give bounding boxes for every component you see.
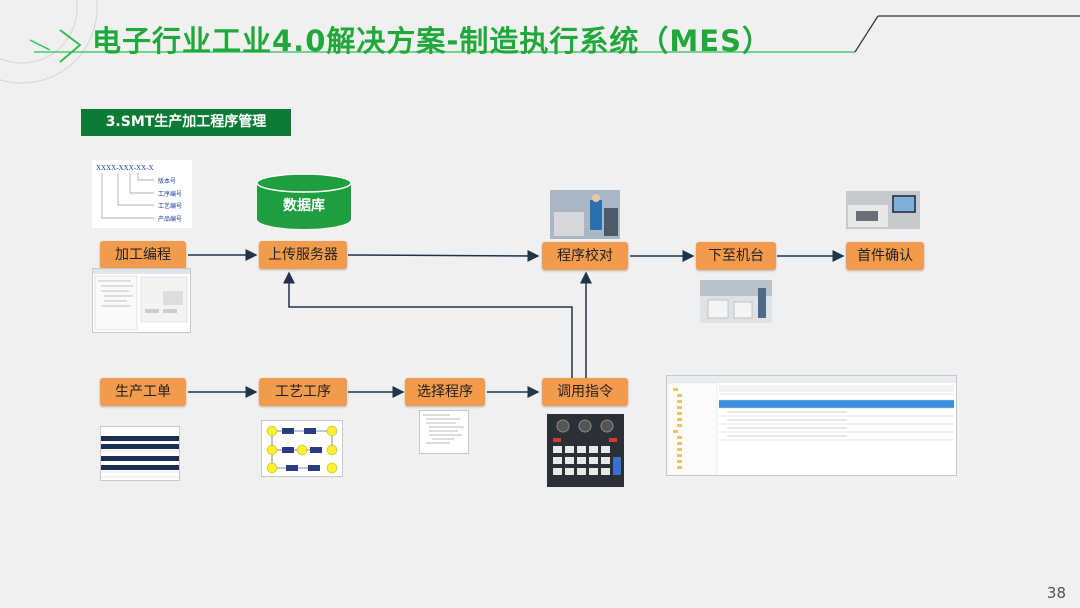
page-title: 电子行业工业4.0解决方案-制造执行系统（MES） [92, 24, 772, 58]
node-work-order: 生产工单 [100, 378, 186, 406]
code-format-diagram: XXXX-XXX-XX-X 版本号 工序编号 工艺编号 产品编号 [96, 164, 182, 223]
node-call-command: 调用指令 [542, 378, 628, 406]
database-cylinder: 数据库 [256, 173, 352, 231]
work-order-table [100, 426, 180, 481]
node-programming: 加工编程 [100, 241, 186, 269]
node-first-confirm: 首件确认 [846, 242, 924, 270]
code-label-0: 版本号 [158, 177, 176, 185]
code-format-card: XXXX-XXX-XX-X 版本号 工序编号 工艺编号 产品编号 [92, 160, 192, 228]
code-label-3: 产品编号 [158, 215, 182, 223]
program-tree-thumbnail [419, 410, 469, 454]
process-flow-thumbnail [261, 420, 343, 477]
code-pattern: XXXX-XXX-XX-X [96, 164, 154, 172]
factory-photo-first-article [846, 191, 920, 229]
code-label-2: 工艺编号 [158, 202, 182, 210]
database-label: 数据库 [283, 198, 325, 214]
code-label-1: 工序编号 [158, 190, 182, 198]
node-select-program: 选择程序 [405, 378, 485, 406]
node-upload-server: 上传服务器 [259, 241, 347, 269]
node-to-machine: 下至机台 [696, 242, 776, 270]
control-panel-photo [547, 414, 624, 487]
mes-software-screenshot [666, 375, 957, 476]
section-label: 3.SMT生产加工程序管理 [81, 109, 291, 136]
node-process: 工艺工序 [259, 378, 347, 406]
node-program-check: 程序校对 [542, 242, 628, 270]
programming-screenshot [92, 268, 191, 333]
factory-photo-machine [700, 280, 772, 323]
factory-photo-check [550, 190, 620, 239]
page-number: 38 [1046, 584, 1066, 602]
